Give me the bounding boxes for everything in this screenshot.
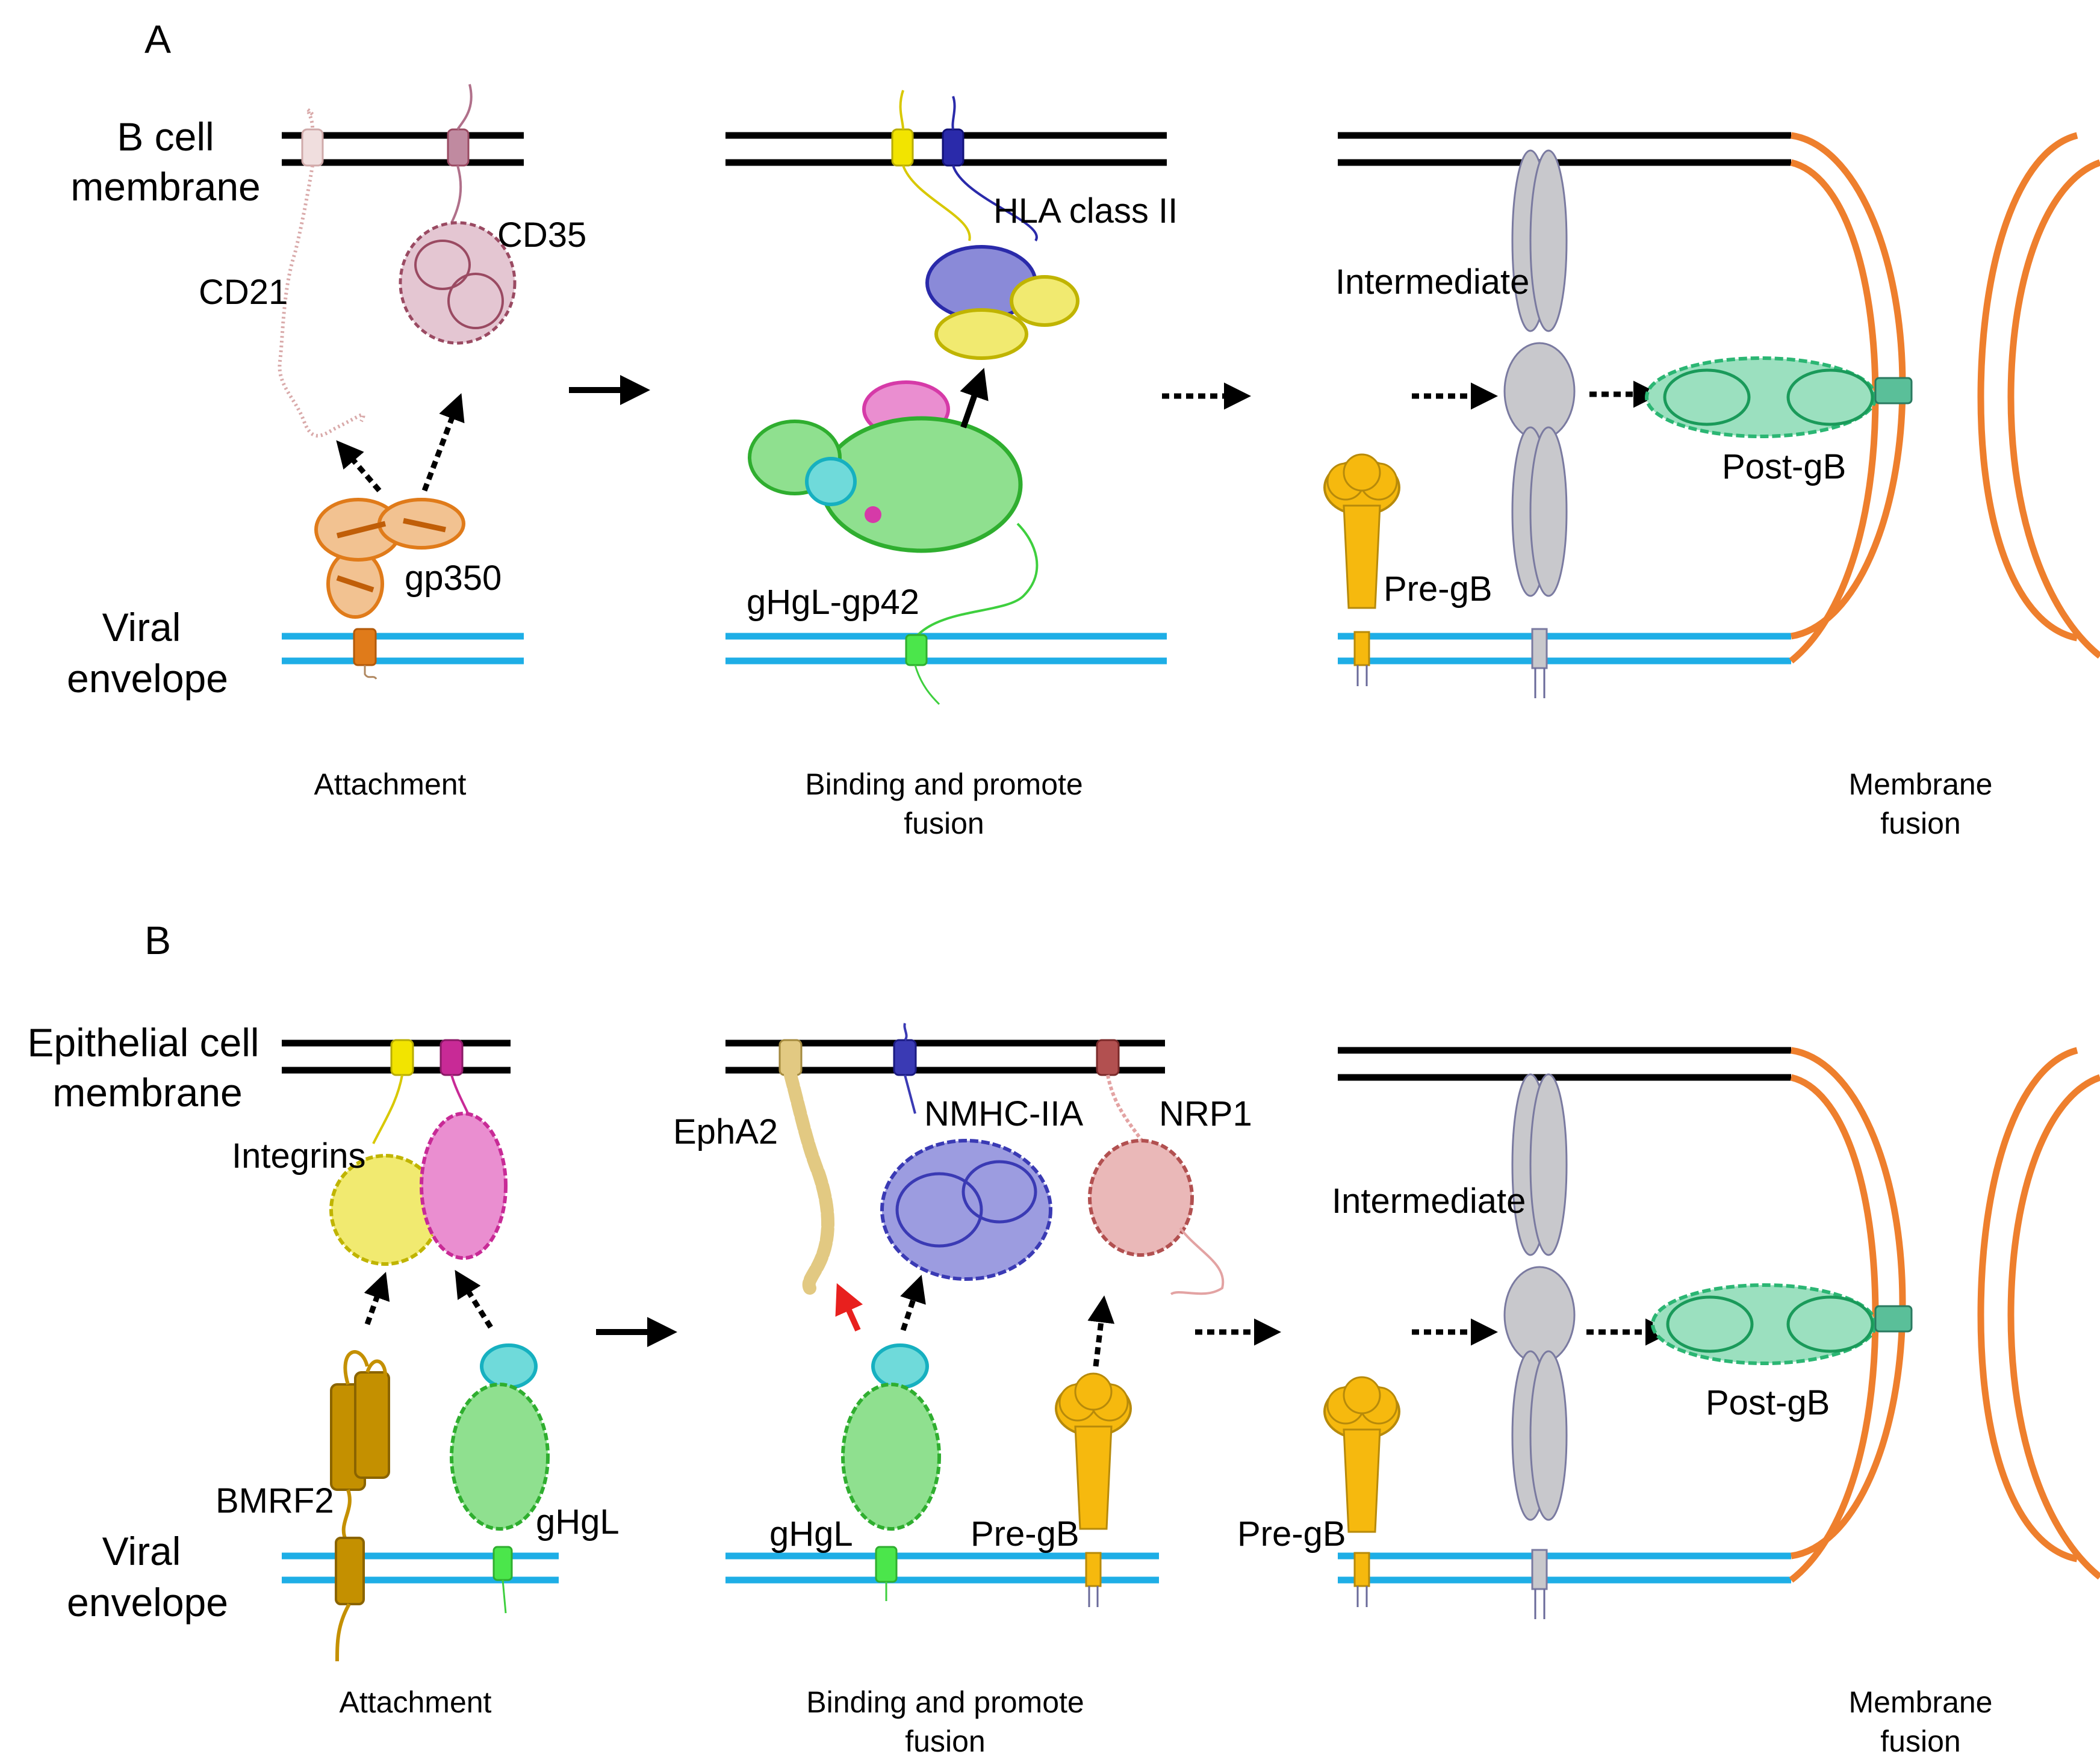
step-caption-binding-line1: Binding and promote	[805, 767, 1083, 801]
nrp1-receptor	[1088, 1039, 1225, 1295]
step-caption-binding-line1: Binding and promote	[806, 1685, 1084, 1719]
gp350-label: gp350	[405, 559, 502, 598]
bmrf2-label: BMRF2	[216, 1481, 334, 1520]
hla-label: HLA class II	[993, 191, 1178, 231]
intermediate-label: Intermediate	[1335, 262, 1529, 302]
host-membrane-stage3	[1338, 1047, 1791, 1081]
host-membrane-label-line2: membrane	[70, 164, 260, 209]
ghgl-glycoprotein-stage2	[841, 1343, 941, 1601]
ghgl-label-stage2: gHgL	[769, 1514, 853, 1554]
viral-envelope-stage1	[282, 633, 524, 665]
epha2-receptor	[778, 1039, 834, 1295]
nmhc-iia-receptor	[880, 1023, 1052, 1281]
step-caption-fusion-line2: fusion	[1880, 1724, 1960, 1758]
post-gb	[1645, 356, 1913, 438]
intermediate-label: Intermediate	[1332, 1182, 1526, 1221]
panel-letter: B	[144, 918, 171, 962]
pre-gb-label-stage2: Pre-gB	[971, 1514, 1080, 1554]
host-membrane-label-line1: B cell	[117, 114, 214, 159]
viral-envelope-stage1	[282, 1552, 559, 1584]
bmrf2-protein	[330, 1350, 390, 1662]
pre-gb-label-stage3: Pre-gB	[1237, 1514, 1346, 1554]
gp350-glycoprotein	[314, 498, 465, 680]
arrow-gp350-to-cd35	[421, 393, 465, 492]
viral-envelope-label-line2: envelope	[67, 1580, 228, 1625]
arrow-ghgl-to-integrins	[455, 1269, 493, 1329]
intermediate-gb	[1503, 149, 1576, 698]
ghgl-glycoprotein-stage1	[450, 1343, 550, 1614]
arrow-ghgl-to-nmhc	[900, 1274, 926, 1331]
host-membrane-label-line1: Epithelial cell	[27, 1020, 259, 1065]
pre-gb-label: Pre-gB	[1384, 569, 1493, 609]
hla-class-ii	[891, 90, 1080, 360]
panel-b: B Epithelial cell membrane Viral envelop…	[27, 918, 2100, 1758]
post-gb-label: Post-gB	[1722, 447, 1846, 486]
integrins-receptor	[329, 1039, 508, 1266]
post-gb-label: Post-gB	[1706, 1383, 1830, 1422]
integrins-label: Integrins	[232, 1136, 365, 1176]
ghgl-gp42-label: gHgL-gp42	[747, 583, 919, 622]
step-caption-binding-line2: fusion	[904, 807, 984, 840]
epha2-label: EphA2	[673, 1112, 778, 1151]
step-caption-fusion-line1: Membrane	[1849, 1685, 1993, 1719]
cd21-label: CD21	[199, 273, 288, 312]
viral-envelope-stage2	[725, 633, 1167, 665]
host-membrane-stage3	[1338, 132, 1791, 166]
arrow-bmrf2-to-integrins	[364, 1272, 390, 1325]
viral-envelope-stage3	[1338, 633, 1791, 665]
cd35-label: CD35	[497, 215, 586, 255]
pre-gb	[1323, 453, 1400, 686]
nmhc-label: NMHC-IIA	[924, 1094, 1084, 1133]
arrow-gp350-to-cd21	[336, 440, 382, 492]
host-membrane-label-line2: membrane	[52, 1070, 242, 1115]
cd35-receptor	[399, 84, 517, 345]
panel-letter: A	[144, 17, 171, 61]
fused-membrane	[1789, 1047, 2100, 1583]
step-caption-attachment: Attachment	[314, 767, 467, 801]
post-gb	[1651, 1283, 1913, 1365]
ghgl-gp42-complex	[748, 380, 1039, 705]
viral-envelope-stage3	[1338, 1552, 1791, 1584]
viral-envelope-label-line2: envelope	[67, 656, 228, 701]
pre-gb-stage2	[1055, 1372, 1132, 1607]
step-caption-attachment: Attachment	[340, 1685, 492, 1719]
arrow-pregb-to-nrp1	[1087, 1295, 1115, 1367]
step-caption-fusion-line1: Membrane	[1849, 767, 1993, 801]
arrow-ghgl-to-epha2	[835, 1283, 863, 1332]
ghgl-label-stage1: gHgL	[536, 1502, 620, 1541]
step-caption-fusion-line2: fusion	[1880, 807, 1960, 840]
step-caption-binding-line2: fusion	[905, 1724, 985, 1758]
panel-a: A B cell membrane Viral envelope CD21	[67, 17, 2100, 840]
intermediate-gb	[1503, 1073, 1576, 1619]
nrp1-label: NRP1	[1159, 1094, 1252, 1133]
arrow-gp42-to-hla	[960, 368, 989, 429]
viral-envelope-label-line1: Viral	[102, 605, 181, 649]
viral-envelope-label-line1: Viral	[102, 1529, 181, 1573]
pre-gb-stage3	[1323, 1376, 1400, 1607]
cd21-receptor	[278, 108, 365, 438]
